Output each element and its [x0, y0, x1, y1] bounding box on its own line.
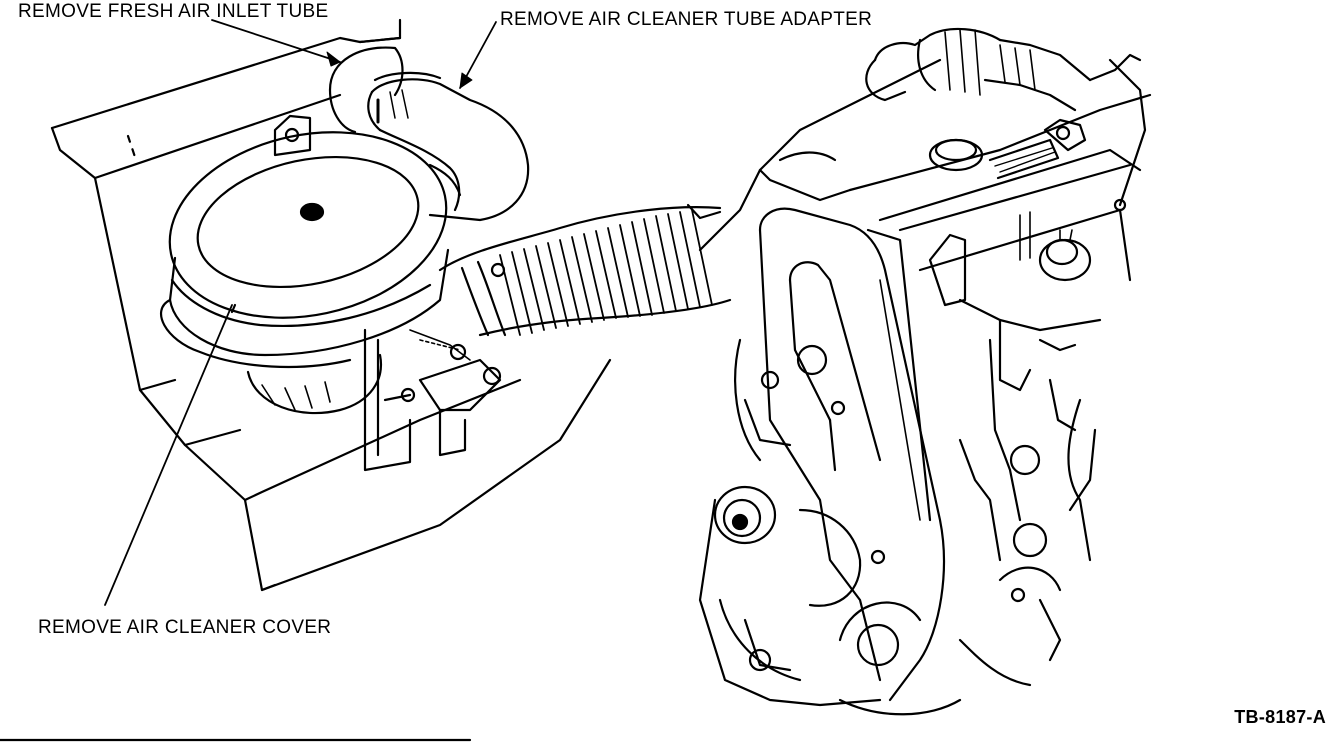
- air-cleaner-housing: [159, 131, 450, 415]
- fender-panel: [50, 18, 612, 592]
- leader-line-inlet: [211, 19, 341, 63]
- air-cleaner-tube-adapter: [367, 78, 530, 222]
- label-fresh-air-inlet: REMOVE FRESH AIR INLET TUBE: [18, 1, 329, 22]
- label-tube-adapter: REMOVE AIR CLEANER TUBE ADAPTER: [500, 9, 873, 30]
- upper-hoses: [865, 27, 1147, 212]
- leader-lines: [104, 19, 497, 606]
- engine-lower-front: [698, 338, 962, 716]
- arrowhead-adapter: [459, 72, 473, 89]
- engine-right-side: [958, 298, 1102, 687]
- engine-upper: [698, 58, 1152, 307]
- figure-id: TB-8187-A: [1234, 707, 1326, 727]
- cleaner-bracket: [363, 328, 502, 472]
- timing-cover: [758, 207, 945, 702]
- flex-air-hose: [438, 203, 732, 337]
- label-cleaner-cover: REMOVE AIR CLEANER COVER: [38, 617, 332, 638]
- arrowhead-inlet: [326, 51, 341, 67]
- fresh-air-inlet-tube: [328, 46, 442, 134]
- leader-line-cover: [104, 304, 233, 606]
